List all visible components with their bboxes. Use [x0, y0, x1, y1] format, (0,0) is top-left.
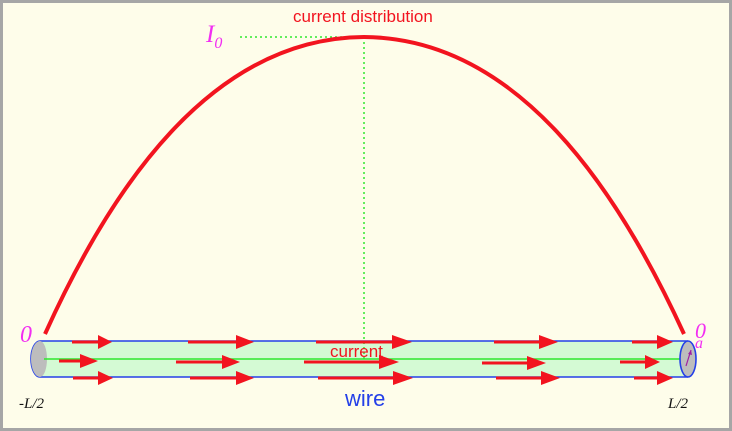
peak-label: I0: [206, 21, 223, 52]
radius-label: a: [695, 335, 703, 352]
right-end-label: L/2: [668, 396, 689, 412]
current-label: current: [330, 342, 383, 361]
left-zero-label: 0: [20, 322, 32, 348]
right-zero-label: 0: [695, 318, 706, 343]
wire-label: wire: [345, 386, 386, 411]
left-end-label: -L/2: [19, 396, 45, 412]
chart-title: current distribution: [293, 7, 433, 26]
current-arrows: [59, 335, 673, 385]
current-distribution-curve: [43, 34, 686, 335]
wire-left-cap: [31, 341, 47, 377]
